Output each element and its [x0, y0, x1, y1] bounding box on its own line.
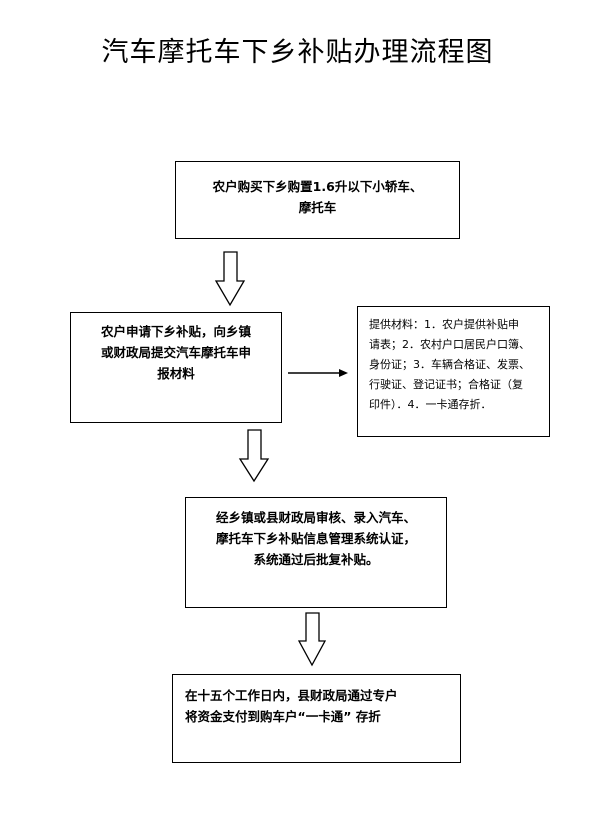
- materials-line-5: 印件）．4．一卡通存折．: [369, 398, 492, 411]
- step-3-line-2: 摩托车下乡补贴信息管理系统认证，: [215, 531, 416, 546]
- step-payment-box: 在十五个工作日内，县财政局通过专户 将资金支付到购车户“一卡通” 存折: [172, 674, 461, 763]
- materials-line-3: 身份证；3．车辆合格证、发票、: [369, 358, 530, 371]
- down-arrow-1: [214, 251, 246, 307]
- step-3-line-1: 经乡镇或县财政局审核、录入汽车、: [215, 510, 416, 525]
- page-title: 汽车摩托车下乡补贴办理流程图: [101, 37, 494, 68]
- step-2-line-3: 报材料: [157, 366, 195, 381]
- materials-line-2: 请表；2．农村户口居民户口簿、: [369, 338, 530, 351]
- down-arrow-2: [238, 429, 270, 483]
- materials-line-1: 提供材料：1．农户提供补贴申: [369, 318, 519, 331]
- materials-line-4: 行驶证、登记证书；合格证（复: [369, 378, 523, 391]
- materials-box: 提供材料：1．农户提供补贴申 请表；2．农村户口居民户口簿、 身份证；3．车辆合…: [357, 306, 550, 437]
- step-2-line-1: 农户申请下乡补贴，向乡镇: [100, 324, 251, 339]
- step-apply-box: 农户申请下乡补贴，向乡镇 或财政局提交汽车摩托车申 报材料: [70, 312, 282, 423]
- step-4-line-2: 将资金支付到购车户“一卡通” 存折: [185, 709, 381, 724]
- right-arrow-head: [339, 369, 348, 377]
- step-4-line-1: 在十五个工作日内，县财政局通过专户: [185, 688, 398, 703]
- step-1-line-2: 摩托车: [298, 200, 337, 215]
- step-3-line-3: 系统通过后批复补贴。: [253, 552, 379, 567]
- down-arrow-3: [297, 612, 327, 667]
- step-purchase-box: 农户购买下乡购置1.6升以下小轿车、 摩托车: [175, 161, 460, 239]
- step-review-box: 经乡镇或县财政局审核、录入汽车、 摩托车下乡补贴信息管理系统认证， 系统通过后批…: [185, 497, 447, 608]
- step-2-line-2: 或财政局提交汽车摩托车申: [100, 345, 251, 360]
- step-1-line-1: 农户购买下乡购置1.6升以下小轿车、: [212, 179, 423, 194]
